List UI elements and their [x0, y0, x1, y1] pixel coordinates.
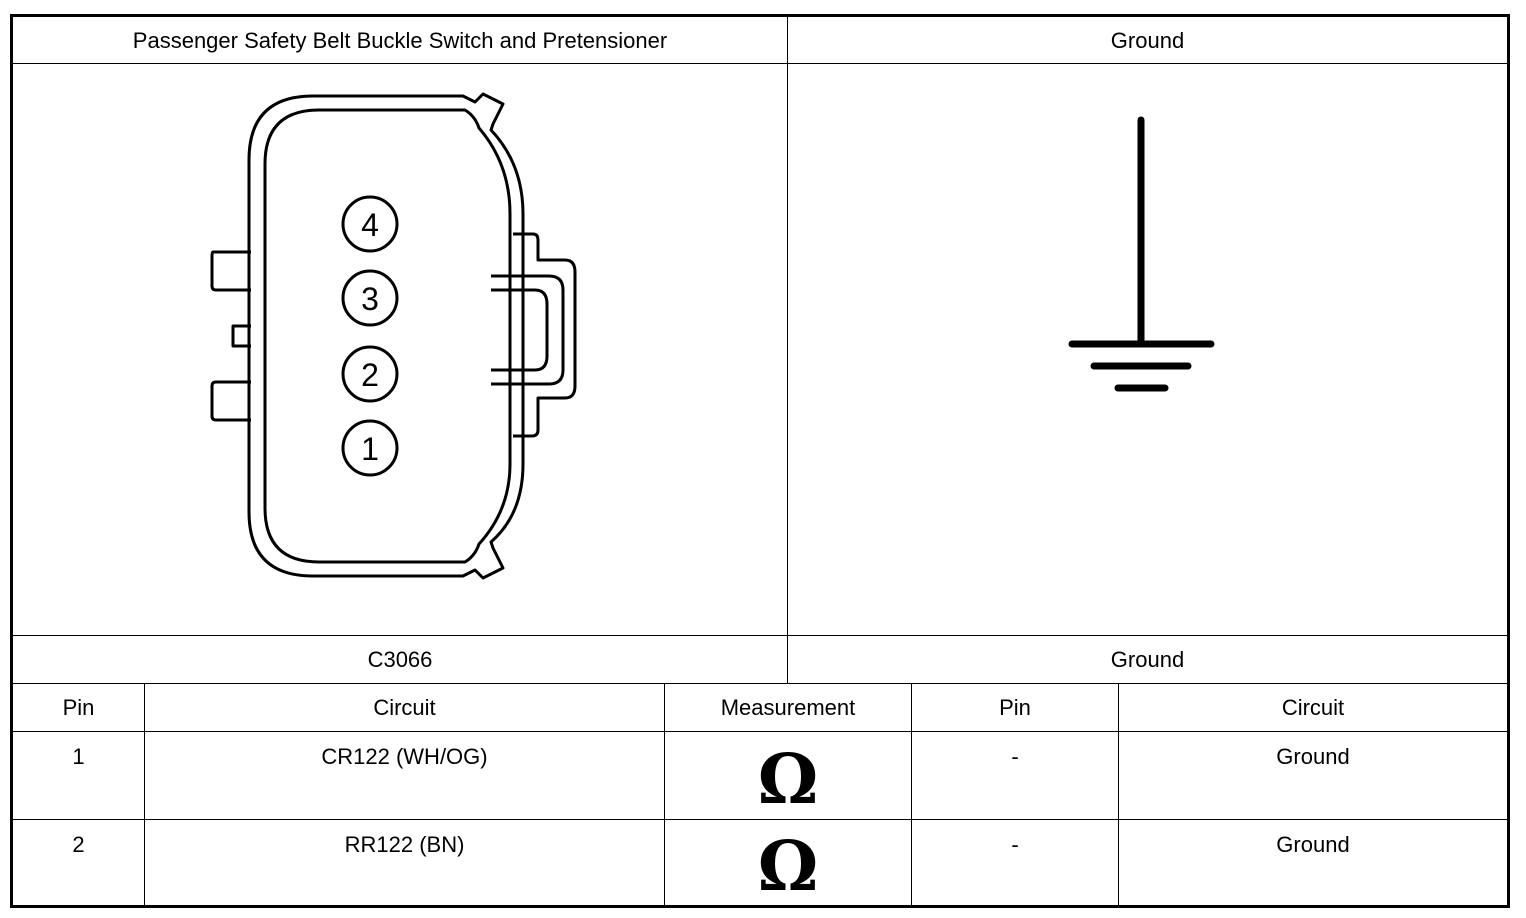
connector-table-frame: [10, 14, 1510, 908]
table-row-circuit: CR122 (WH/OG): [321, 744, 488, 769]
divider: [787, 17, 788, 684]
pin-label: 2: [361, 357, 379, 393]
ohm-icon: Ω: [757, 739, 819, 820]
connector-id-label: C3066: [367, 646, 433, 672]
ground-label: Ground: [1110, 646, 1185, 672]
divider: [13, 819, 1507, 820]
divider: [664, 684, 665, 905]
divider: [13, 731, 1507, 732]
column-header-pin: Pin: [62, 694, 95, 720]
table-row-pin: -: [1011, 832, 1019, 857]
table-row-circuit: RR122 (BN): [344, 832, 465, 857]
table-row-pin: 2: [72, 832, 85, 857]
ground-title: Ground: [1110, 27, 1185, 53]
table-row-pin: -: [1011, 744, 1019, 769]
connector-title: Passenger Safety Belt Buckle Switch and …: [132, 27, 668, 53]
table-row-circuit: Ground: [1276, 744, 1350, 769]
column-header-measurement: Measurement: [720, 694, 856, 720]
ground-symbol-icon: [1068, 116, 1215, 392]
divider: [13, 683, 1507, 684]
pin-label: 3: [361, 281, 379, 317]
table-row-pin: 1: [72, 744, 85, 769]
column-header-pin: Pin: [999, 694, 1031, 720]
divider: [144, 684, 145, 905]
divider: [911, 684, 912, 905]
pin-label: 4: [361, 207, 379, 243]
pin-label: 1: [361, 431, 379, 467]
column-header-circuit: Circuit: [373, 694, 436, 720]
connector-diagram: 4 3 2 1: [210, 92, 577, 580]
divider: [13, 635, 1507, 636]
column-header-circuit: Circuit: [1281, 694, 1345, 720]
ohm-icon: Ω: [757, 826, 819, 907]
table-row-circuit: Ground: [1276, 832, 1350, 857]
divider: [13, 63, 1507, 64]
divider: [1118, 684, 1119, 905]
